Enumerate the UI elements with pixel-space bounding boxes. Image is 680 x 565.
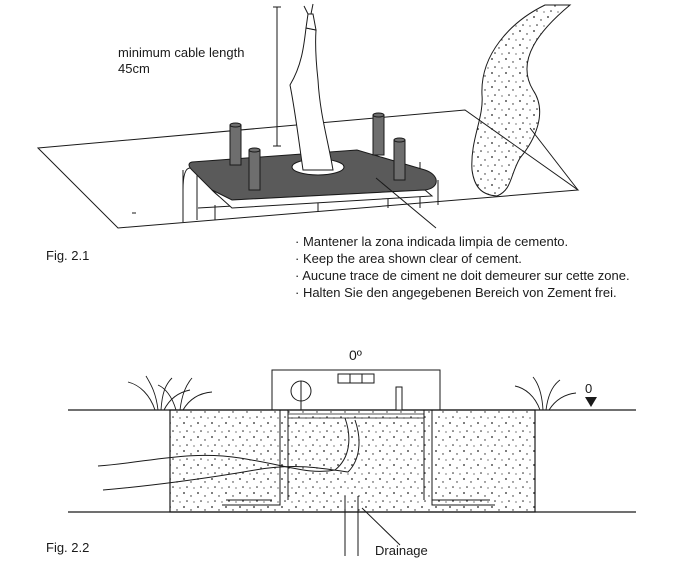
plate-side (182, 162, 439, 222)
ground-ref-label: 0 (585, 381, 593, 396)
note-de: · Halten Sie den angegebenen Bereich von… (295, 285, 617, 300)
drainage-label: Drainage (375, 543, 428, 558)
drainage-leader (361, 507, 401, 546)
fig1-caption: Fig. 2.1 (46, 248, 90, 263)
leader-line (375, 177, 437, 229)
anchor-posts (229, 112, 406, 191)
fig1-drawing (36, 3, 580, 229)
cables (97, 417, 360, 491)
fig2-drawing (68, 369, 636, 556)
cable-length-label: minimum cable length 45cm (118, 45, 244, 77)
housing-frame (272, 410, 495, 506)
level-angle-label: 0º (349, 347, 362, 363)
level-housing (271, 369, 441, 410)
cement-block (169, 409, 536, 513)
ground-ref-arrow-icon (585, 397, 597, 407)
cable (289, 27, 334, 171)
drainage-pipe (344, 496, 359, 556)
note-en: · Keep the area shown clear of cement. (295, 251, 522, 266)
cable-length-text: minimum cable length (118, 45, 245, 60)
grass-icon (127, 375, 577, 411)
cement-notes: · Mantener la zona indicada limpia de ce… (295, 233, 630, 301)
cement-pour (471, 4, 572, 197)
note-fr: · Aucune trace de ciment ne doit demeure… (295, 268, 630, 283)
cable-length-value: 45cm (118, 61, 150, 76)
fig2-caption: Fig. 2.2 (46, 540, 90, 555)
note-es: · Mantener la zona indicada limpia de ce… (295, 234, 569, 249)
